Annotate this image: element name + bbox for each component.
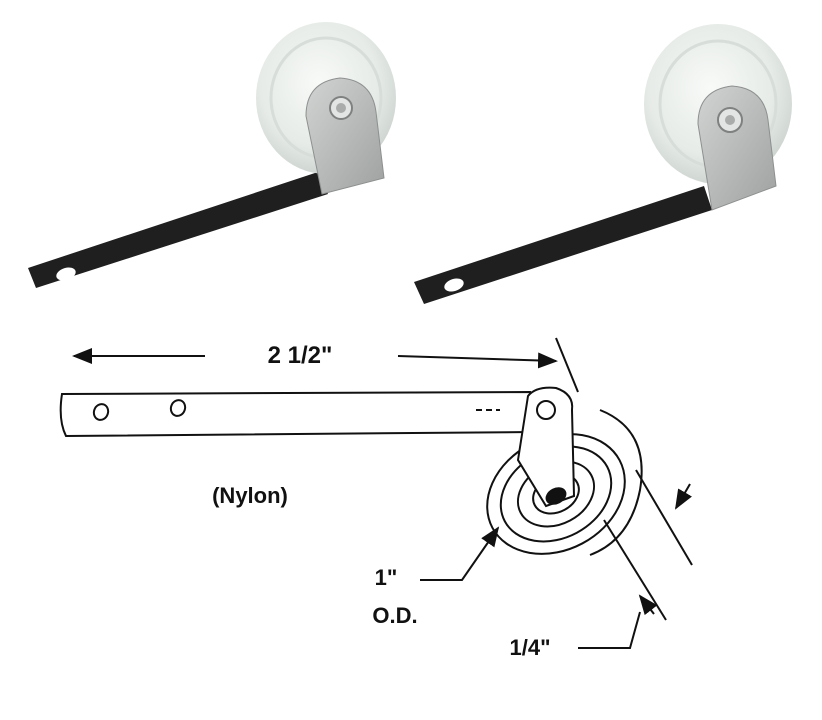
length-dimension-label: 2 1/2" <box>268 342 333 369</box>
strap-arm <box>414 186 712 304</box>
roller-photo-left <box>28 22 396 288</box>
diameter-value-label: 1" <box>375 565 398 590</box>
roller-photo-right <box>414 24 792 304</box>
width-dimension-label: 1/4" <box>509 635 550 660</box>
mount-hole-1 <box>92 403 110 421</box>
drawing-axle-top <box>536 400 556 420</box>
steel-bracket <box>305 77 385 195</box>
dimension-drawing <box>59 337 693 649</box>
drawing-strap <box>59 390 534 438</box>
mount-hole-2 <box>169 399 187 417</box>
strap-hole <box>444 278 464 292</box>
drawing-bracket <box>516 386 576 508</box>
diameter-unit-label: O.D. <box>372 603 417 628</box>
strap-hole <box>56 267 76 281</box>
strap-arm <box>28 172 328 288</box>
drawing-axle <box>545 487 567 505</box>
material-label: (Nylon) <box>212 483 288 508</box>
